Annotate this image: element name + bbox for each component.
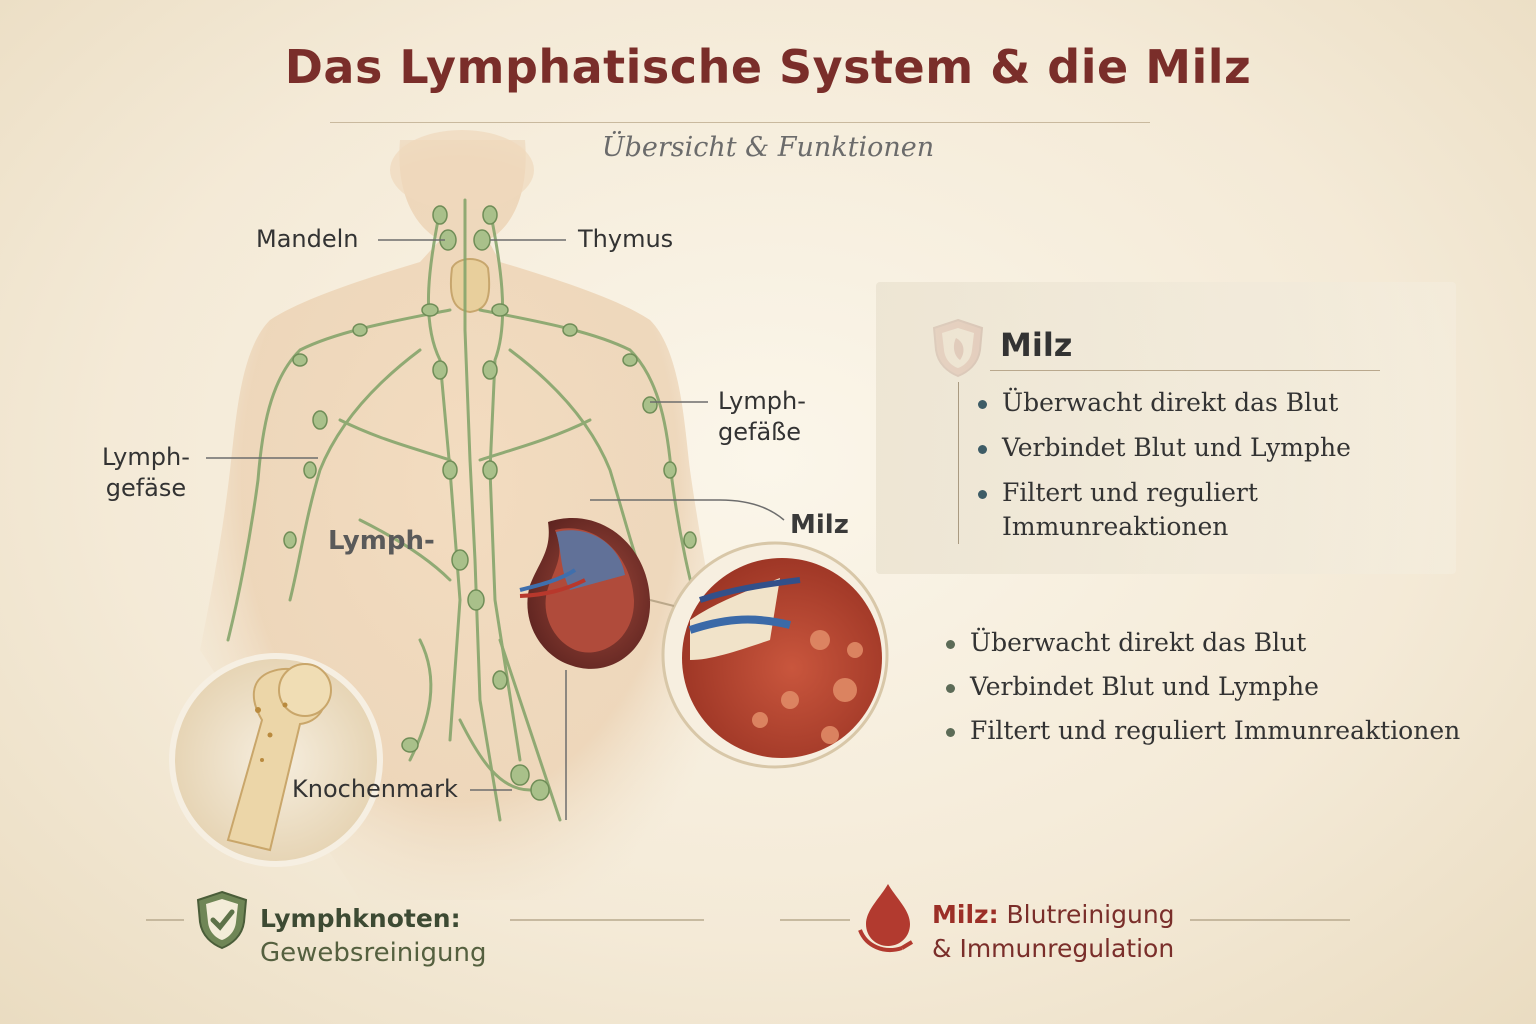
list-item: Verbindet Blut und Lymphe bbox=[944, 670, 1504, 704]
page-subtitle: Übersicht & Funktionen bbox=[601, 132, 935, 163]
blood-drop-icon bbox=[858, 884, 914, 952]
label-lymphgefaesse-left: Lymph- gefäse bbox=[102, 443, 190, 502]
panel-function-list: Überwacht direkt das Blut Verbindet Blut… bbox=[976, 386, 1436, 555]
panel-vertical-divider bbox=[958, 382, 959, 544]
lymph-nodes bbox=[283, 205, 697, 801]
title-divider bbox=[330, 122, 1150, 123]
label-knochenmark: Knochenmark bbox=[292, 775, 458, 803]
side-function-list: Überwacht direkt das Blut Verbindet Blut… bbox=[944, 626, 1504, 758]
panel-title: Milz bbox=[1000, 326, 1073, 364]
milz-info-panel bbox=[876, 282, 1456, 574]
page-title: Das Lymphatische System & die Milz bbox=[284, 40, 1252, 94]
label-milz: Milz bbox=[790, 510, 849, 540]
label-mandeln: Mandeln bbox=[256, 225, 359, 253]
list-item: Überwacht direkt das Blut bbox=[944, 626, 1504, 660]
label-lymphgefaesse-right: Lymph- gefäße bbox=[718, 387, 806, 446]
thymus-organ bbox=[450, 258, 491, 314]
shield-check-icon bbox=[196, 890, 248, 950]
list-item: Überwacht direkt das Blut bbox=[976, 386, 1436, 420]
bone-magnified bbox=[169, 653, 383, 867]
footer-lymphknoten: Lymphknoten: Gewebsreinigung bbox=[260, 904, 487, 968]
spleen-magnified-tissue bbox=[649, 541, 889, 769]
label-thymus: Thymus bbox=[578, 225, 674, 253]
label-lymph: Lymph- bbox=[328, 526, 435, 556]
footer-milz: Milz: Blutreinigung & Immunregulation bbox=[932, 900, 1175, 963]
spleen-organ bbox=[519, 518, 651, 669]
list-item: Filtert und reguliert Immunreaktionen bbox=[976, 476, 1302, 544]
panel-divider bbox=[990, 370, 1380, 371]
list-item: Filtert und reguliert Immunreaktionen bbox=[944, 714, 1504, 748]
list-item: Verbindet Blut und Lymphe bbox=[976, 431, 1436, 465]
leader-lines bbox=[206, 239, 785, 820]
